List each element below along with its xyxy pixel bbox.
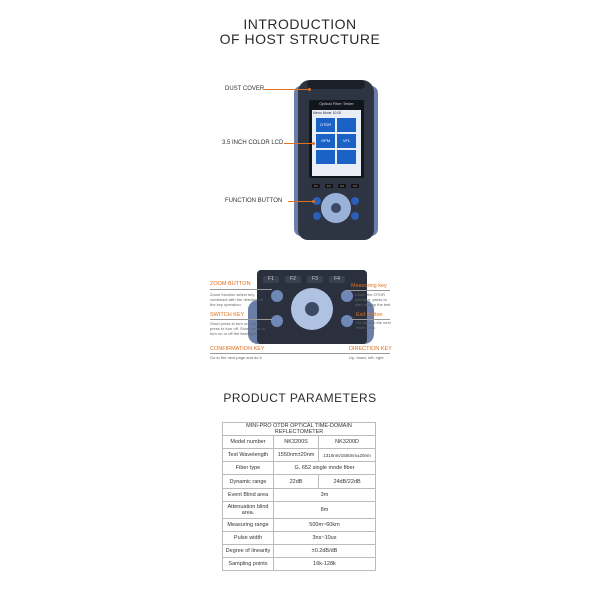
cell-value: 1550nm±20nm: [272, 448, 320, 462]
cu-fkey-f4: F4: [329, 276, 345, 283]
row-label: Fiber type: [222, 461, 274, 475]
callout-lcd: 3.5 INCH COLOR LCD: [222, 140, 284, 146]
exit-line: [350, 319, 390, 320]
fkey-f2: F2: [325, 184, 333, 188]
row-label: Sampling points: [222, 557, 274, 571]
callout-dot-function: [312, 200, 315, 203]
zoom-line: [210, 289, 272, 290]
tile-5: [315, 149, 336, 165]
measure-line: [345, 290, 390, 291]
cu-measure-button: [341, 290, 353, 302]
cell-value: NK3200S: [272, 435, 320, 449]
tile-opm: OPM: [315, 133, 336, 149]
switch-line: [210, 319, 272, 320]
tile-2: [336, 117, 357, 133]
fkey-f3: F3: [338, 184, 346, 188]
table-row: Degree of linearity ±0.2dB/dB: [222, 544, 376, 558]
row-label: Dynamic range: [222, 474, 274, 489]
exit-title: Exit Button: [356, 312, 383, 318]
table-header: MINI-PRO OTDR OPTICAL TIME-DOMAIN REFLEC…: [222, 422, 376, 436]
cell-value: 8m: [273, 501, 376, 519]
page-title-line2: OF HOST STRUCTURE: [219, 31, 381, 47]
table-row: Model number NK3200S NK3200D: [222, 435, 376, 449]
table-row: Pulse width 3ns~10us: [222, 531, 376, 545]
cell-value: 3ns~10us: [273, 531, 376, 545]
switch-desc: Short press to turn on, long press to tu…: [210, 321, 265, 336]
exit-side-button: [351, 212, 359, 220]
table-row: Measuring range 500m~60km: [222, 518, 376, 532]
table-row: Event Blind area 3m: [222, 488, 376, 502]
cu-zoom-button: [271, 290, 283, 302]
confirm-line: [210, 353, 305, 354]
row-label: Event Blind area: [222, 488, 274, 502]
cu-fkey-f1: F1: [263, 276, 279, 283]
measure-title: Measuring key: [351, 283, 387, 289]
zoom-desc: Zoom function select key, combined with …: [210, 292, 263, 307]
cu-switch-button: [271, 315, 283, 327]
dust-cover: [307, 80, 365, 89]
cu-fkey-f2: F2: [285, 276, 301, 283]
callout-function-button: FUNCTION BUTTON: [225, 198, 283, 204]
cell-value: ±0.2dB/dB: [273, 544, 376, 558]
zoom-title: ZOOM BUTTON: [210, 281, 251, 287]
row-label: Attenuation blind area.: [222, 501, 274, 519]
fkey-f4: F4: [351, 184, 359, 188]
cell-value: 24dB/22dB: [318, 474, 376, 489]
row-label: Degree of linearity: [222, 544, 274, 558]
fkey-f1: F1: [312, 184, 320, 188]
table-row: Attenuation blind area. 8m: [222, 501, 376, 519]
callout-dust-cover: DUST COVER: [225, 86, 265, 92]
direction-desc: Up, down, left, right: [349, 355, 384, 360]
row-label: Pulse width: [222, 531, 274, 545]
table-row: Sampling points 16k-128k: [222, 557, 376, 571]
table-header-row: MINI-PRO OTDR OPTICAL TIME-DOMAIN REFLEC…: [222, 422, 376, 436]
screen-status: Menu Mode 10:00: [313, 111, 342, 115]
cell-value: NK3200D: [318, 435, 376, 449]
callout-line-dust: [263, 89, 309, 90]
ok-button: [331, 203, 341, 213]
row-label: Model number: [222, 435, 274, 449]
direction-title: DIRECTION KEY: [349, 346, 392, 352]
switch-title: SWITCH KEY: [210, 312, 245, 318]
cu-ok-button: [305, 302, 319, 316]
confirm-title: CONFIRMATION KEY: [210, 346, 265, 352]
cell-value: 16k-128k: [273, 557, 376, 571]
table-row: Fiber type G. 652 single mode fiber: [222, 461, 376, 475]
cell-value: 3m: [273, 488, 376, 502]
cell-value: 1310nm/1550nm±20nm: [318, 448, 376, 462]
table-row: Dynamic range 22dB 24dB/22dB: [222, 474, 376, 489]
params-table: MINI-PRO OTDR OPTICAL TIME-DOMAIN REFLEC…: [222, 422, 376, 571]
params-title: PRODUCT PARAMETERS: [223, 391, 377, 405]
callout-line-function: [288, 201, 313, 202]
cell-value: 500m~60km: [273, 518, 376, 532]
cell-value: 22dB: [272, 474, 320, 489]
tile-6: [336, 149, 357, 165]
measure-desc: Under the OTDR interface, press to start…: [355, 292, 391, 307]
tile-otdr: OTDR: [315, 117, 336, 133]
screen-header: Optical Fiber Tester: [319, 101, 354, 106]
cell-value: G. 652 single mode fiber: [273, 461, 376, 475]
tile-vfl: VFL: [336, 133, 357, 149]
switch-side-button: [313, 212, 321, 220]
cu-exit-button: [341, 315, 353, 327]
direction-line: [305, 353, 390, 354]
callout-line-lcd: [284, 143, 313, 144]
zoom-side-button: [313, 197, 321, 205]
row-label: Test Wavelength: [222, 448, 274, 462]
measure-side-button: [351, 197, 359, 205]
cu-fkey-f3: F3: [307, 276, 323, 283]
callout-dot-lcd: [312, 142, 315, 145]
callout-dot-dust: [308, 88, 311, 91]
confirm-desc: Go to the next page and do it: [210, 355, 262, 360]
row-label: Measuring range: [222, 518, 274, 532]
table-row: Test Wavelength 1550nm±20nm 1310nm/1550n…: [222, 448, 376, 462]
page-title-line1: INTRODUCTION: [243, 16, 357, 32]
exit-desc: Go back to the next level menu: [356, 320, 391, 330]
